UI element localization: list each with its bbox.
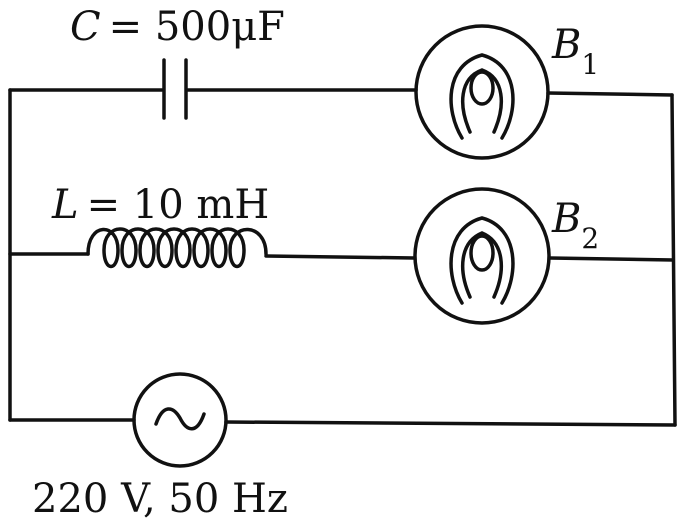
source-label: 220 V, 50 Hz: [32, 476, 288, 522]
bulb-b2-label: B2: [551, 196, 599, 255]
bulb-b2: [413, 187, 551, 325]
sine-wave-icon: [154, 407, 206, 431]
ac-source: [132, 372, 228, 468]
bulb-b1-label: B1: [551, 22, 599, 81]
inductor-label: L= 10 mH: [51, 182, 269, 228]
inductor-coil: [86, 227, 268, 269]
capacitor-branch: [8, 58, 674, 120]
capacitor-label: C= 500μF: [70, 4, 285, 50]
bulb-b1: [414, 24, 550, 160]
inductor-branch: [8, 227, 675, 269]
source-branch: [8, 418, 677, 427]
